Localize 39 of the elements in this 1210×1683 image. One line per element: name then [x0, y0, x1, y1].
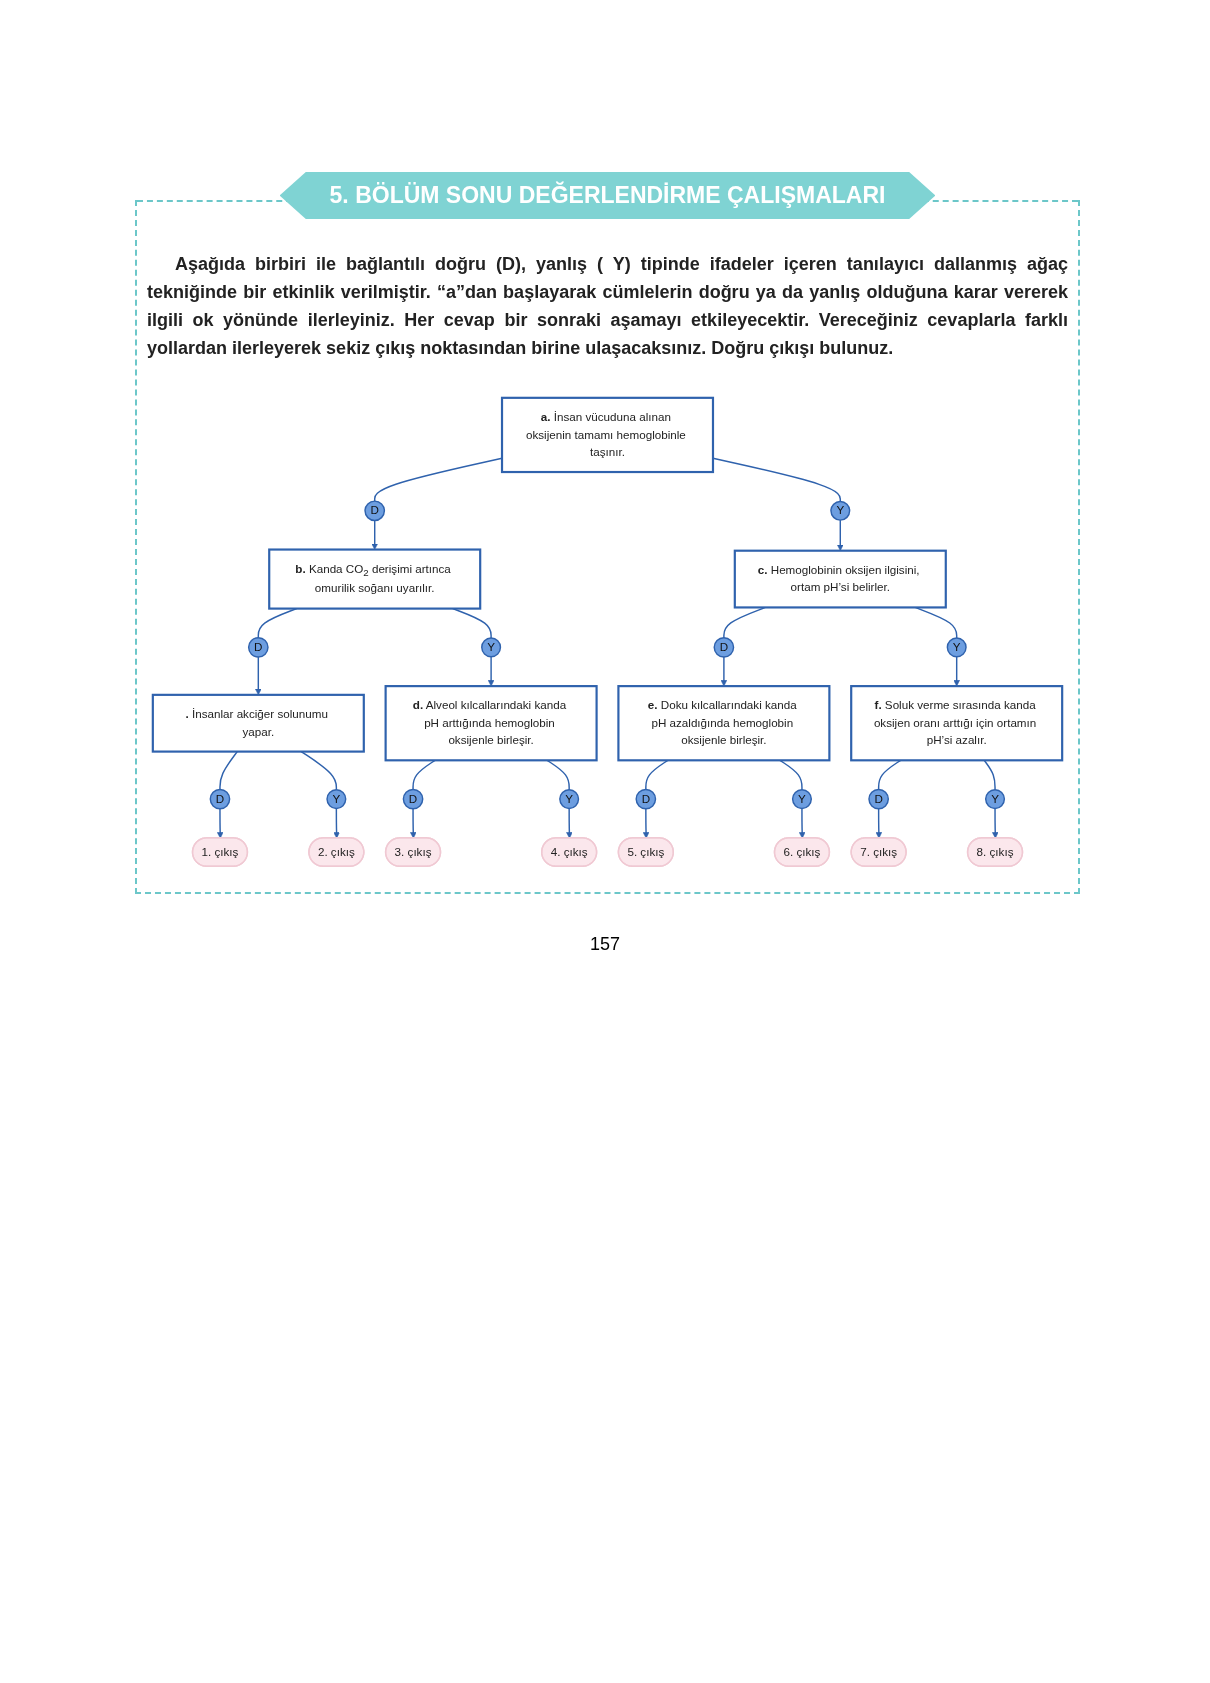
node-circle: Y: [830, 500, 851, 521]
node-box: a. İnsan vücuduna alınan oksijenin tamamı hemoglobinle taşınır.: [500, 396, 715, 474]
instruction-paragraph: Aşağıda birbiri ile bağlantılı doğru (D), yanlış ( Y) tipinde ifadeler içeren tanılayıcı dallanmış ağaç tekniğinde bir etkinlik verilmiştir. “a”dan başlayarak cümlelerin doğru ya da yanlış olduğuna karar vererek ilgili ok yönünde ilerleyiniz. Her cevap bir sonraki aşamayı etkileyecektir. Vereceğiniz cevaplarla farklı yollardan ilerleyerek sekiz çıkış noktasından birine ulaşacaksınız. Doğru çıkışı bulunuz.: [147, 253, 1068, 360]
arrow: [992, 807, 999, 839]
node-box: b. Kanda CO$_{2}$ derişimi artınca omurilik soğanı uyarılır.: [268, 548, 482, 610]
node-circle: D: [247, 636, 269, 658]
node-circle: D: [364, 500, 386, 522]
arrow: [410, 808, 417, 839]
node-box: c. Hemoglobinin oksijen ilgisini, ortam pH’si belirler.: [733, 549, 947, 609]
banner-title: 5. BÖLÜM SONU DEĞERLENDİRME ÇALIŞMALARI: [279, 172, 936, 219]
connector: [374, 457, 503, 502]
node-box: f. Soluk verme sırasında kanda oksijen oranı arttığı için ortamın pH’si azalır.: [850, 685, 1064, 762]
arrow: [487, 655, 495, 687]
arrow: [720, 656, 728, 687]
connector: [712, 457, 841, 503]
arrow: [875, 808, 883, 839]
arrow: [837, 519, 844, 551]
page-number: 157: [589, 934, 620, 956]
node-circle: Y: [326, 789, 347, 810]
node-circle: D: [713, 636, 735, 658]
node-box: d. Alveol kılcallarındaki kanda pH arttığında hemoglobin oksijenle birleşir.: [384, 685, 598, 762]
arrow: [798, 807, 806, 839]
node-circle: Y: [946, 637, 967, 658]
node-circle: Y: [481, 637, 502, 658]
node-box: . İnsanlar akciğer solunumu yapar.: [151, 693, 365, 753]
node-circle: D: [402, 788, 424, 810]
arrow: [217, 808, 224, 839]
node-box: e. Doku kılcallarındaki kanda pH azaldığında hemoglobin oksijenle birleşir.: [617, 685, 831, 762]
node-circle: Y: [791, 789, 812, 810]
node-circle: D: [209, 788, 231, 810]
node-circle: D: [868, 788, 890, 810]
arrow: [566, 807, 573, 839]
arrow: [333, 807, 340, 839]
node-circle: Y: [559, 789, 580, 810]
arrow: [953, 655, 960, 687]
arrow: [371, 519, 378, 550]
node-circle: D: [635, 788, 657, 810]
arrow: [642, 808, 650, 839]
node-circle: Y: [984, 789, 1006, 810]
